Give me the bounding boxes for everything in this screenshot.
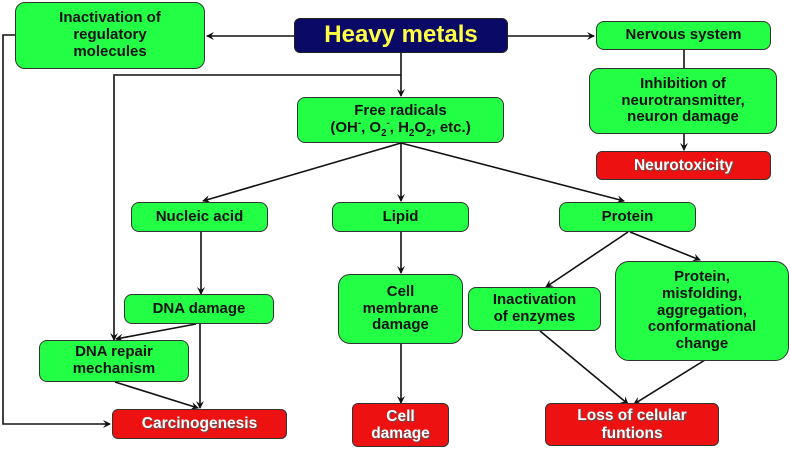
- edge-dna-repair-to-carcinogenesis: [114, 381, 199, 410]
- node-line: Neurotoxicity: [633, 156, 734, 174]
- node-line: DNA damage: [152, 299, 246, 317]
- node-line: misfolding,: [662, 284, 742, 302]
- node-protein: Protein: [559, 202, 696, 232]
- node-line: Protein,: [674, 268, 730, 285]
- node-line: Protein: [601, 207, 654, 225]
- node-line: damage: [371, 425, 430, 442]
- node-heavy-metals: Heavy metals: [294, 18, 508, 53]
- edge-dna-damage-to-dna-repair: [115, 323, 197, 342]
- node-line: Inactivation: [492, 291, 577, 309]
- node-line: Carcinogenesis: [141, 415, 258, 433]
- node-heavy-metals-label: Heavy metals: [324, 21, 478, 49]
- node-line: molecules: [73, 42, 147, 60]
- node-nucleic-acid: Nucleic acid: [131, 202, 268, 232]
- node-inhibition-neurotransmitter: Inhibition of neurotransmitter, neuron d…: [589, 68, 777, 134]
- node-free-radicals: Free radicals (OH-, O2-, H2O2, etc.): [297, 97, 504, 143]
- node-protein-misfolding: Protein, misfolding, aggregation, confor…: [615, 261, 789, 361]
- node-nervous-system: Nervous system: [596, 21, 771, 50]
- edge-inactivation-enzymes-to-loss: [539, 330, 629, 405]
- node-line: aggregation,: [656, 301, 747, 319]
- edge-misfolding-to-loss: [633, 359, 706, 405]
- node-line: DNA repair: [75, 343, 153, 361]
- node-line: neurotransmitter,: [621, 91, 745, 109]
- edge-protein-to-misfolding: [629, 231, 701, 262]
- node-line: funtions: [601, 424, 663, 442]
- node-line: Nucleic acid: [155, 207, 244, 225]
- node-loss-cellular-functions: Loss of celular funtions: [545, 403, 719, 446]
- node-line: Free radicals: [354, 102, 447, 120]
- edge-free-radicals-to-nucleic-acid: [202, 142, 402, 203]
- edge-inactivation-regulatory-to-carcinogenesis: [2, 34, 111, 428]
- node-dna-repair: DNA repair mechanism: [39, 340, 189, 382]
- node-line: Cell: [386, 282, 415, 300]
- node-line: Lipid: [382, 207, 419, 225]
- node-line: Cell: [386, 407, 415, 425]
- edge-protein-to-inactivation-enzymes: [545, 231, 629, 288]
- node-line: neuron damage: [627, 108, 739, 126]
- node-line: Inactivation of: [59, 9, 161, 27]
- node-line: change: [675, 335, 729, 353]
- node-inactivation-regulatory: Inactivation of regulatory molecules: [15, 2, 205, 69]
- node-line: regulatory: [73, 26, 147, 44]
- node-inactivation-enzymes: Inactivation of enzymes: [468, 287, 601, 331]
- node-line: damage: [372, 316, 429, 334]
- node-cell-damage: Cell damage: [352, 403, 449, 447]
- edge-heavy-metals-to-dna-repair: [110, 74, 401, 341]
- node-line: Loss of celular: [577, 407, 687, 425]
- node-line: membrane: [362, 299, 439, 317]
- node-lipid: Lipid: [332, 202, 469, 232]
- node-line: Nervous system: [625, 26, 742, 44]
- node-line: conformational: [647, 318, 757, 336]
- node-dna-damage: DNA damage: [124, 294, 274, 324]
- node-carcinogenesis: Carcinogenesis: [112, 409, 287, 439]
- node-neurotoxicity: Neurotoxicity: [596, 151, 771, 180]
- node-line: mechanism: [72, 360, 156, 377]
- node-cell-membrane-damage: Cell membrane damage: [338, 274, 463, 344]
- node-line: Inhibition of: [640, 74, 726, 92]
- node-line: of enzymes: [493, 308, 576, 325]
- edge-free-radicals-to-protein: [400, 142, 625, 204]
- free-radicals-formula: (OH-, O2-, H2O2, etc.): [330, 118, 471, 139]
